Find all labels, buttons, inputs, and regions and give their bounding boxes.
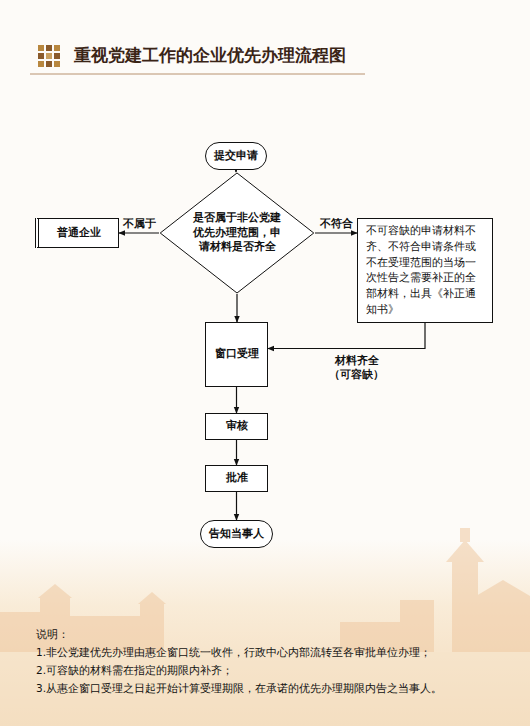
node-text: 提交申请: [214, 149, 258, 164]
node-text: 批准: [226, 471, 248, 486]
node-text: 审核: [226, 419, 248, 434]
process-box: 审核: [205, 413, 268, 440]
note-text: 3.从惠企窗口受理之日起开始计算受理期限，在承诺的优先办理期限内告之当事人。: [36, 682, 524, 696]
icon-square: [46, 53, 52, 59]
bottom-gradient: [0, 540, 530, 726]
title-rule: [30, 74, 365, 75]
flow-arrow: [236, 440, 237, 465]
text-holder: 不可容缺的申请材料不齐、不符合申请条件或不在受理范围的当场一次性告之需要补正的全…: [358, 219, 492, 322]
text-holder: 审核: [226, 419, 248, 434]
building: [140, 604, 164, 652]
start-terminal: 提交申请: [205, 142, 267, 170]
node-text: 是否属于非公党建优先办理范围，申请材料是否齐全: [190, 211, 284, 256]
node-text: 告知当事人: [209, 527, 264, 542]
roof: [476, 580, 530, 596]
icon-square: [38, 45, 44, 51]
title-icon: [38, 45, 60, 67]
note-text: 说明：: [36, 628, 524, 642]
flow-arrow: [236, 492, 237, 520]
flow-arrow: [315, 232, 357, 233]
flow-arrow: [236, 387, 237, 413]
icon-square: [54, 61, 60, 67]
end-terminal: 告知当事人: [200, 520, 273, 548]
text-holder: 告知当事人: [209, 527, 264, 542]
tower: [452, 560, 478, 652]
process-box: 批准: [205, 465, 268, 492]
roof: [446, 540, 484, 562]
building: [40, 598, 70, 652]
diamond-shape: [160, 173, 314, 293]
node-text: 窗口受理: [215, 347, 259, 362]
process-box: 普通企业: [35, 218, 119, 248]
building: [478, 596, 530, 652]
icon-square: [38, 53, 44, 59]
flow-arrow: [268, 323, 425, 349]
note-text: 2.可容缺的材料需在指定的期限内补齐；: [36, 664, 524, 678]
building: [0, 612, 40, 652]
icon-square: [46, 61, 52, 67]
icon-square: [54, 45, 60, 51]
building: [400, 600, 434, 652]
text-holder: 窗口受理: [215, 347, 259, 362]
text-holder: 普通企业: [57, 226, 101, 241]
notice-box: 不可容缺的申请材料不齐、不符合申请条件或不在受理范围的当场一次性告之需要补正的全…: [357, 218, 493, 323]
ground-band: [0, 652, 530, 726]
edge-label: 不属于: [121, 216, 158, 230]
icon-square: [54, 53, 60, 59]
text-holder: 批准: [226, 471, 248, 486]
icon-square: [46, 45, 52, 51]
diagram-title: 重视党建工作的企业优先办理流程图: [74, 44, 346, 67]
roof: [38, 584, 72, 598]
node-text: 不可容缺的申请材料不齐、不符合申请条件或不在受理范围的当场一次性告之需要补正的全…: [366, 223, 484, 318]
decision-diamond: 是否属于非公党建优先办理范围，申请材料是否齐全: [159, 172, 315, 294]
flow-arrow: [235, 170, 236, 172]
process-box: 窗口受理: [205, 322, 268, 387]
icon-square: [38, 61, 44, 67]
flow-arrow: [119, 232, 159, 233]
flow-arrow: [236, 294, 237, 322]
note-text: 1.非公党建优先办理由惠企窗口统一收件，行政中心内部流转至各审批单位办理；: [36, 646, 524, 660]
text-holder: 提交申请: [214, 149, 258, 164]
node-text: 普通企业: [57, 226, 101, 241]
edge-label: 不符合: [318, 216, 355, 230]
roof: [138, 592, 166, 604]
text-holder: 是否属于非公党建优先办理范围，申请材料是否齐全: [190, 211, 284, 256]
tower-top: [460, 528, 470, 542]
edge-label: 材料齐全 （可容缺）: [326, 353, 388, 381]
